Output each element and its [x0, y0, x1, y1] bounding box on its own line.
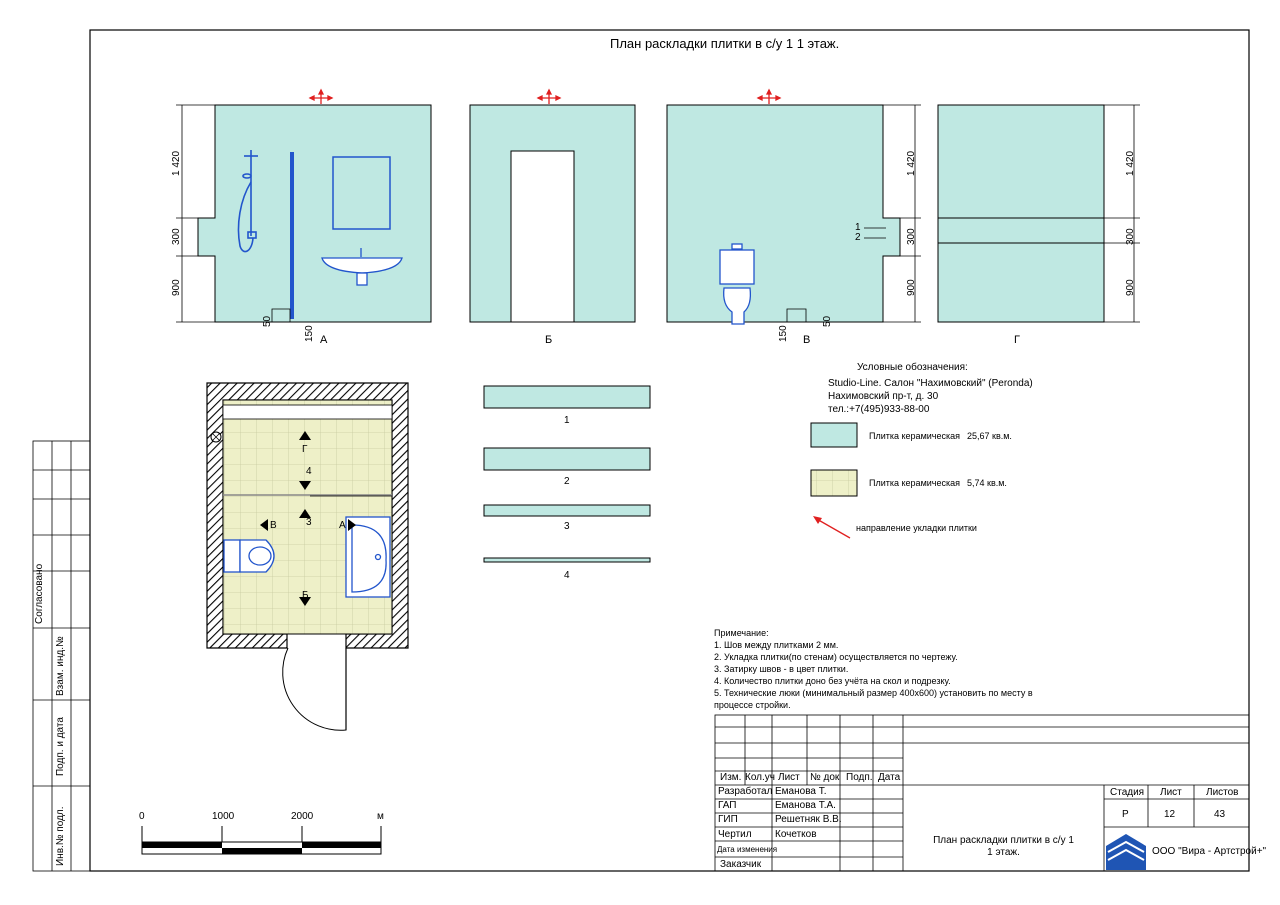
dim-g-upper: 1 420	[1125, 150, 1136, 176]
tb-stage: Р	[1122, 809, 1129, 820]
elevation-label-g: Г	[1014, 334, 1020, 346]
tb-role: Дата изменения	[717, 845, 778, 854]
note-line: 4. Количество плитки доно без учёта на с…	[714, 676, 951, 686]
company-logo-icon	[1106, 834, 1146, 870]
dims-g	[1104, 104, 1140, 323]
note-line: 3. Затирку швов - в цвет плитки.	[714, 664, 849, 674]
tb-header-date: Дата	[878, 772, 901, 783]
elevation-a	[197, 88, 432, 323]
strips	[483, 385, 651, 563]
legend-supplier-1: Studio-Line. Салон "Нахимовский" (Perond…	[828, 378, 1033, 389]
tb-header-sign: Подп.	[846, 772, 873, 783]
tb-sheets-label: Листов	[1206, 787, 1239, 798]
scale-tick-0: 0	[139, 811, 145, 822]
legend-item-1-area: 25,67 кв.м.	[967, 431, 1012, 441]
notes-heading: Примечание:	[714, 628, 769, 638]
legend-supplier-2: Нахимовский пр-т, д. 30	[828, 391, 939, 402]
plan-label-4: 4	[306, 466, 312, 477]
tb-header-list: Лист	[778, 772, 800, 783]
tb-sheet-label: Лист	[1160, 787, 1182, 798]
dim-a-upper: 1 420	[171, 150, 182, 176]
note-line: процессе стройки.	[714, 700, 791, 710]
tb-stage-label: Стадия	[1110, 787, 1145, 798]
stamp-agreed: Согласовано	[34, 563, 45, 624]
scale-bar	[141, 826, 382, 855]
strip-label-3: 3	[564, 521, 570, 532]
dim-a-150: 150	[304, 325, 315, 342]
plan-label-v: В	[270, 520, 277, 531]
side-stamp	[32, 440, 91, 872]
tb-header-kol: Кол.уч	[745, 772, 775, 783]
elevation-g	[937, 104, 1105, 323]
elevation-label-a: А	[320, 334, 328, 346]
dim-g-lower: 900	[1125, 279, 1136, 296]
note-line: 1. Шов между плитками 2 мм.	[714, 640, 839, 650]
dim-a-50: 50	[262, 315, 273, 327]
tb-company: ООО "Вира - Артстрой+"	[1152, 846, 1267, 857]
note-line: 2. Укладка плитки(по стенам) осуществляе…	[714, 652, 958, 662]
tb-drawing-title-line2: 1 этаж.	[987, 847, 1020, 858]
dim-g-middle: 300	[1125, 228, 1136, 245]
tb-name: Кочетков	[775, 829, 817, 840]
note-line: 5. Технические люки (минимальный размер …	[714, 688, 1033, 698]
elevation-v	[666, 88, 901, 325]
tb-drawing-title-line1: План раскладки плитки в с/у 1	[933, 835, 1074, 846]
tb-role: Чертил	[718, 829, 752, 840]
dim-a-lower: 900	[171, 279, 182, 296]
tb-name: Еманова Т.А.	[775, 800, 836, 811]
tb-role: ГИП	[718, 814, 738, 825]
legend-item-1-name: Плитка керамическая	[869, 431, 960, 441]
plan-label-b: Б	[302, 590, 309, 601]
stamp-replace: Взам. инд.№	[55, 636, 66, 696]
strip-label-2: 2	[564, 476, 570, 487]
tb-role: Заказчик	[720, 859, 762, 870]
dims-a	[176, 104, 215, 323]
legend-heading: Условные обозначения:	[857, 362, 968, 373]
plan-label-a: А	[339, 520, 346, 531]
legend-swatches	[810, 422, 858, 539]
tb-sheets: 43	[1214, 809, 1226, 820]
tb-name: Еманова Т.	[775, 786, 827, 797]
elevation-label-b: Б	[545, 334, 553, 346]
scale-tick-2000: 2000	[291, 811, 314, 822]
notes-block: Примечание: 1. Шов между плитками 2 мм. …	[714, 627, 1033, 711]
plan-label-3: 3	[306, 517, 312, 528]
floor-plan	[206, 382, 409, 731]
elevation-label-v: В	[803, 334, 811, 346]
scale-tick-1000: 1000	[212, 811, 235, 822]
strip-label-1: 1	[564, 415, 570, 426]
tb-name: Решетняк В.В.	[775, 814, 842, 825]
elevation-b	[469, 88, 636, 323]
dim-v-150: 150	[778, 325, 789, 342]
tb-header-doc: № док	[810, 772, 840, 783]
page-title: План раскладки плитки в с/у 1 1 этаж.	[610, 36, 840, 51]
dim-v-50: 50	[822, 315, 833, 327]
plan-label-g: Г	[302, 444, 308, 455]
dim-a-middle: 300	[171, 228, 182, 245]
tb-role: Разработал	[718, 786, 773, 797]
title-block-grid	[714, 714, 1250, 872]
legend-item-2-area: 5,74 кв.м.	[967, 478, 1007, 488]
legend-direction: направление укладки плитки	[856, 523, 977, 533]
tb-role: ГАП	[718, 800, 737, 811]
dims-v	[883, 104, 921, 323]
stamp-sign-date: Подп. и дата	[55, 717, 66, 776]
tb-header-izm: Изм.	[720, 772, 742, 783]
stamp-inv: Инв.№ подл.	[55, 806, 66, 866]
dim-v-lower: 900	[906, 279, 917, 296]
legend-item-2-name: Плитка керамическая	[869, 478, 960, 488]
tb-drawing-title: План раскладки плитки в с/у 1 1 этаж.	[903, 835, 1104, 859]
legend-supplier-3: тел.:+7(495)933-88-00	[828, 404, 930, 415]
joint-label-1: 1	[855, 222, 861, 233]
strip-label-4: 4	[564, 570, 570, 581]
dim-v-middle: 300	[906, 228, 917, 245]
dim-v-upper: 1 420	[906, 150, 917, 176]
scale-unit: м	[377, 811, 384, 822]
joint-label-2: 2	[855, 232, 861, 243]
tb-sheet: 12	[1164, 809, 1176, 820]
